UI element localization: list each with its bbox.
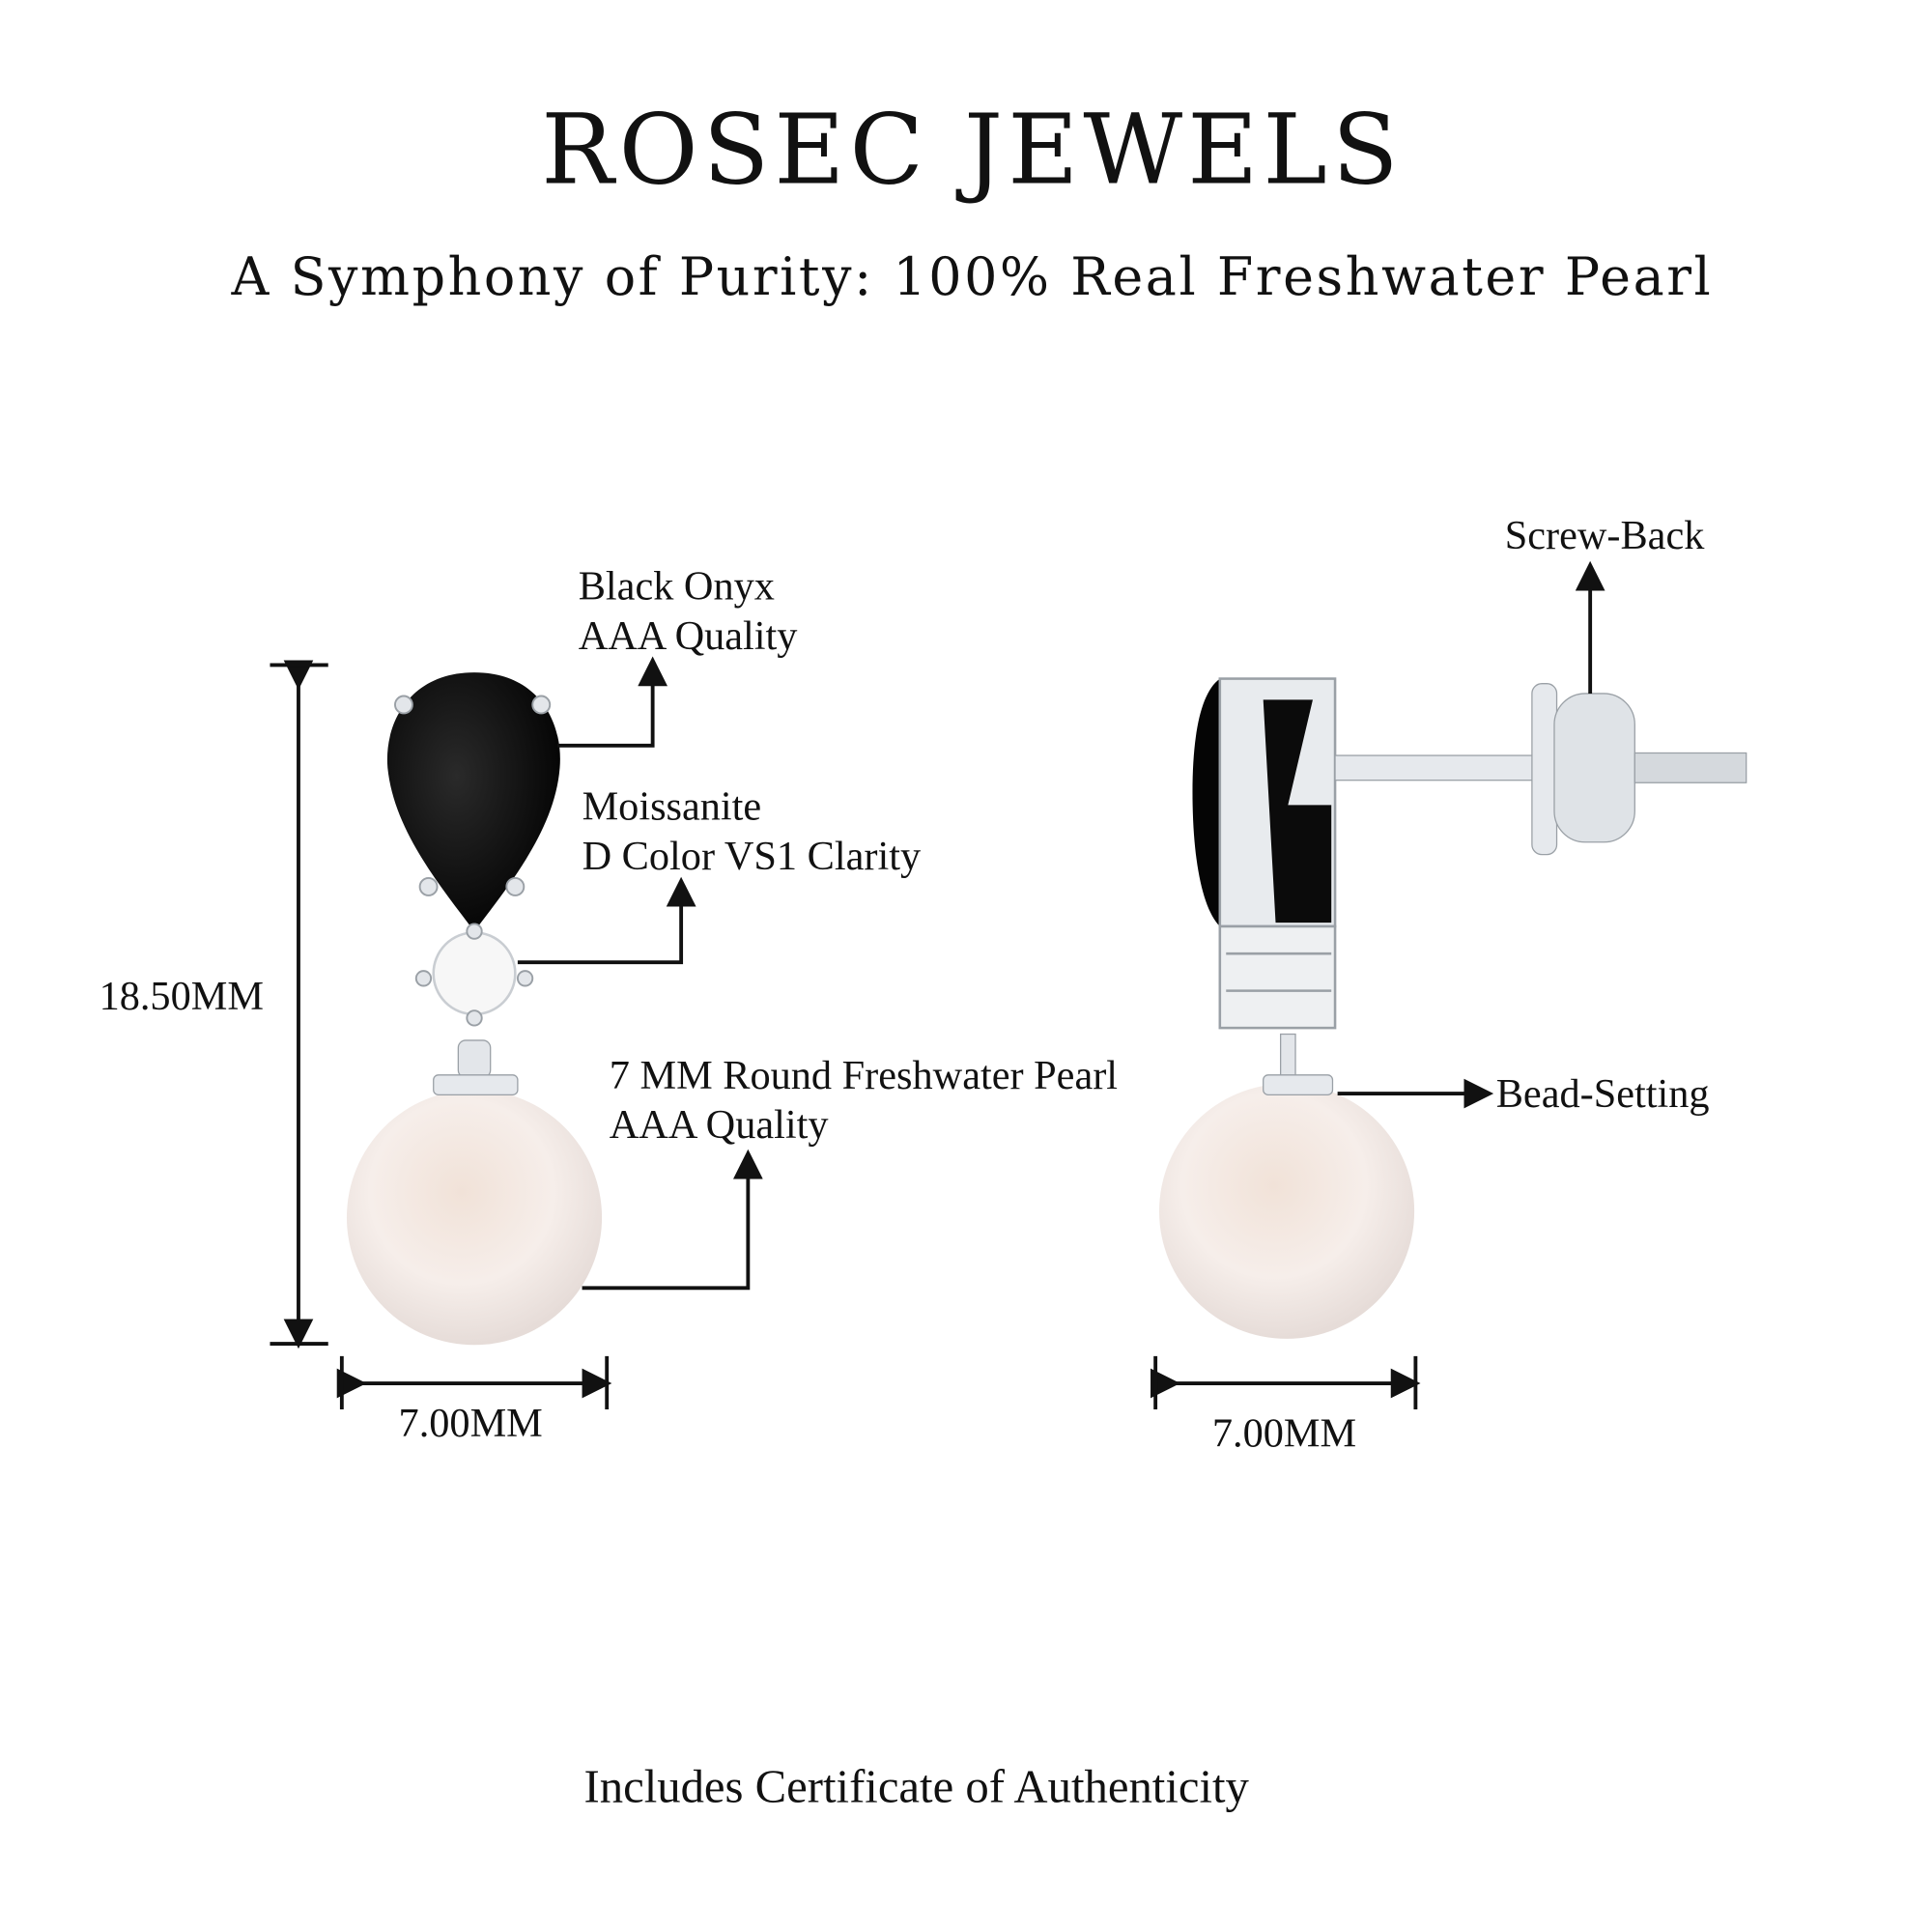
certificate-note: Includes Certificate of Authenticity: [584, 1760, 1250, 1812]
tagline: A Symphony of Purity: 100% Real Freshwat…: [230, 246, 1713, 307]
pearl: [346, 1090, 603, 1346]
black-onyx-quality: AAA Quality: [579, 613, 798, 659]
pearl-quality: AAA Quality: [610, 1102, 829, 1148]
screw-back-label: Screw-Back: [1505, 513, 1706, 558]
side-earring-image: [1159, 677, 1747, 1339]
height-dimension: 18.50MM: [99, 974, 264, 1019]
front-earring-image: [346, 672, 603, 1346]
brand-title: ROSEC JEWELS: [541, 94, 1403, 207]
front-width-dimension: 7.00MM: [399, 1401, 543, 1446]
pearl-label: 7 MM Round Freshwater Pearl: [610, 1053, 1118, 1098]
bead-setting-label: Bead-Setting: [1496, 1071, 1710, 1117]
moissanite-label: Moissanite: [582, 784, 762, 830]
black-onyx-gem: [386, 672, 560, 932]
moissanite-stone: [432, 931, 517, 1016]
black-onyx-label: Black Onyx: [579, 564, 775, 610]
side-pearl: [1159, 1083, 1415, 1339]
side-width-dimension: 7.00MM: [1212, 1410, 1356, 1456]
moissanite-quality: D Color VS1 Clarity: [582, 834, 922, 879]
